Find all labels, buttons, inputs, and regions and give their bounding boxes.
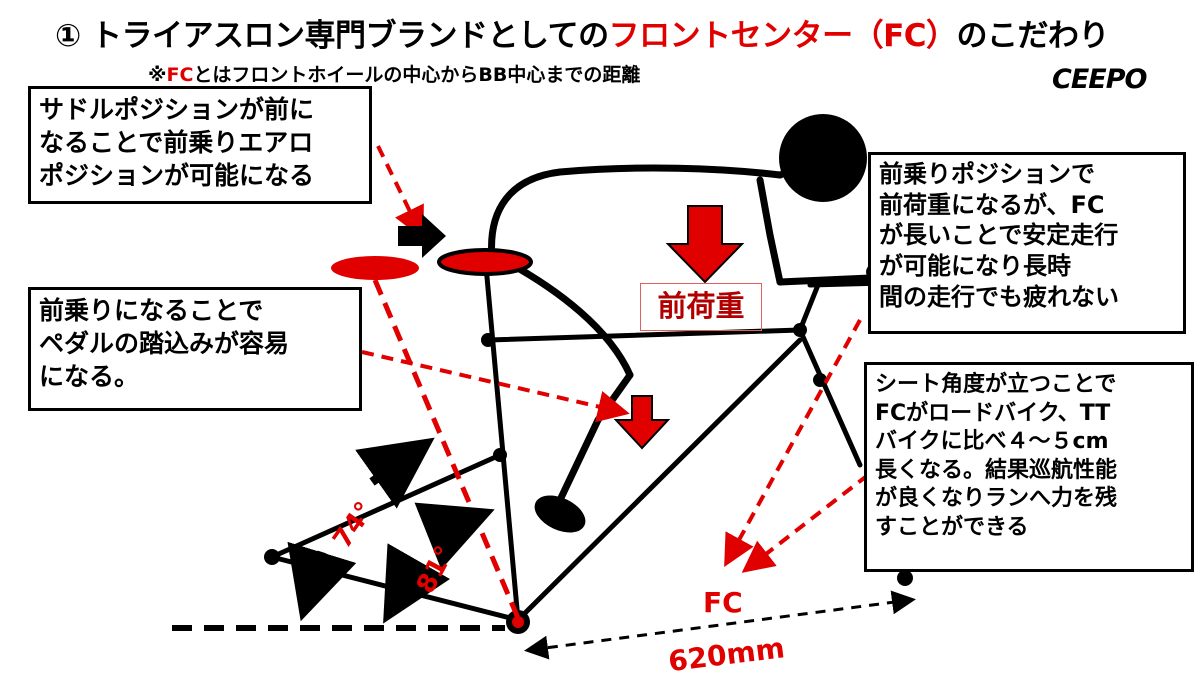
- page-subtitle: ※FCとはフロントホイールの中心からBB中心までの距離: [148, 64, 641, 86]
- callout-saddle: サドルポジションが前に なることで前乗りエアロ ポジションが可能になる: [28, 86, 372, 204]
- fc-label: FC: [703, 586, 743, 619]
- callout-seat-angle: シート角度が立つことで FCがロードバイク、TT バイクに比べ４～５cm 長くな…: [864, 362, 1194, 572]
- callout-front-load: 前乗りポジションで 前荷重になるが、FC が長いことで安定走行 が可能になり長時…: [868, 152, 1186, 334]
- black-arrow-81: [414, 502, 495, 570]
- pointer-saddle: [376, 145, 424, 240]
- black-arrow-74: [355, 437, 435, 509]
- angle-74-label: 74°: [327, 497, 380, 554]
- red-down-arrow-small: [613, 395, 671, 450]
- pointer-pedal: [361, 350, 630, 423]
- angle-81-label: 81°: [411, 541, 461, 599]
- saddle-old: [331, 256, 419, 280]
- callout-pedal: 前乗りになることで ペダルの踏込みが容易 になる。: [28, 287, 362, 411]
- rider-foot: [534, 495, 586, 533]
- fc-dimension-arrow: [524, 590, 916, 660]
- rider-head: [779, 114, 867, 202]
- black-arrow-down-1: [287, 541, 357, 622]
- bike-frame: [269, 263, 888, 623]
- frame-joints: [264, 323, 913, 586]
- page-title: ① トライアスロン専門ブランドとしてのフロントセンター（FC）のこだわり: [55, 18, 1110, 54]
- black-arrow-right: [398, 214, 446, 258]
- black-arrow-down-2: [383, 543, 451, 624]
- front-load-label: 前荷重: [640, 283, 762, 331]
- saddle-new: [437, 248, 533, 276]
- red-down-arrow-large: [665, 205, 745, 284]
- pointer-fc-1: [724, 319, 862, 568]
- pointer-fc-2: [741, 473, 870, 573]
- fc-length-label: 620mm: [666, 631, 786, 675]
- brand-logo: CEEPO: [1052, 64, 1147, 95]
